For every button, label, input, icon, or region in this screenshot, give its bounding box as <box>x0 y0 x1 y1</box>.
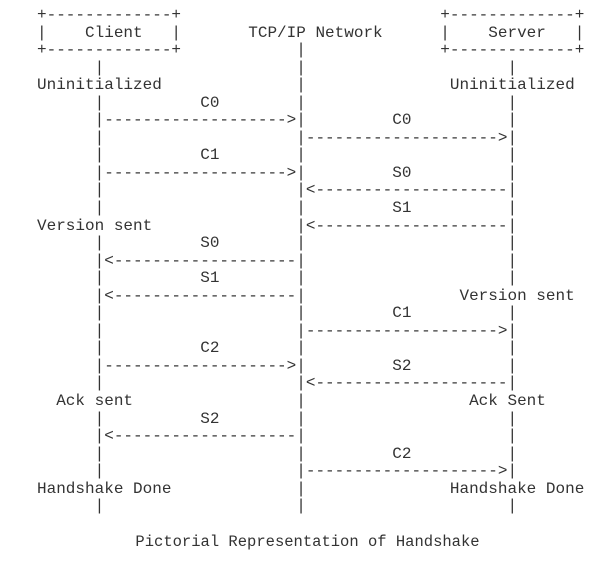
diagram-caption: Pictorial Representation of Handshake <box>135 532 480 551</box>
handshake-sequence-diagram: +-------------+ +-------------+ | Client… <box>37 6 585 516</box>
